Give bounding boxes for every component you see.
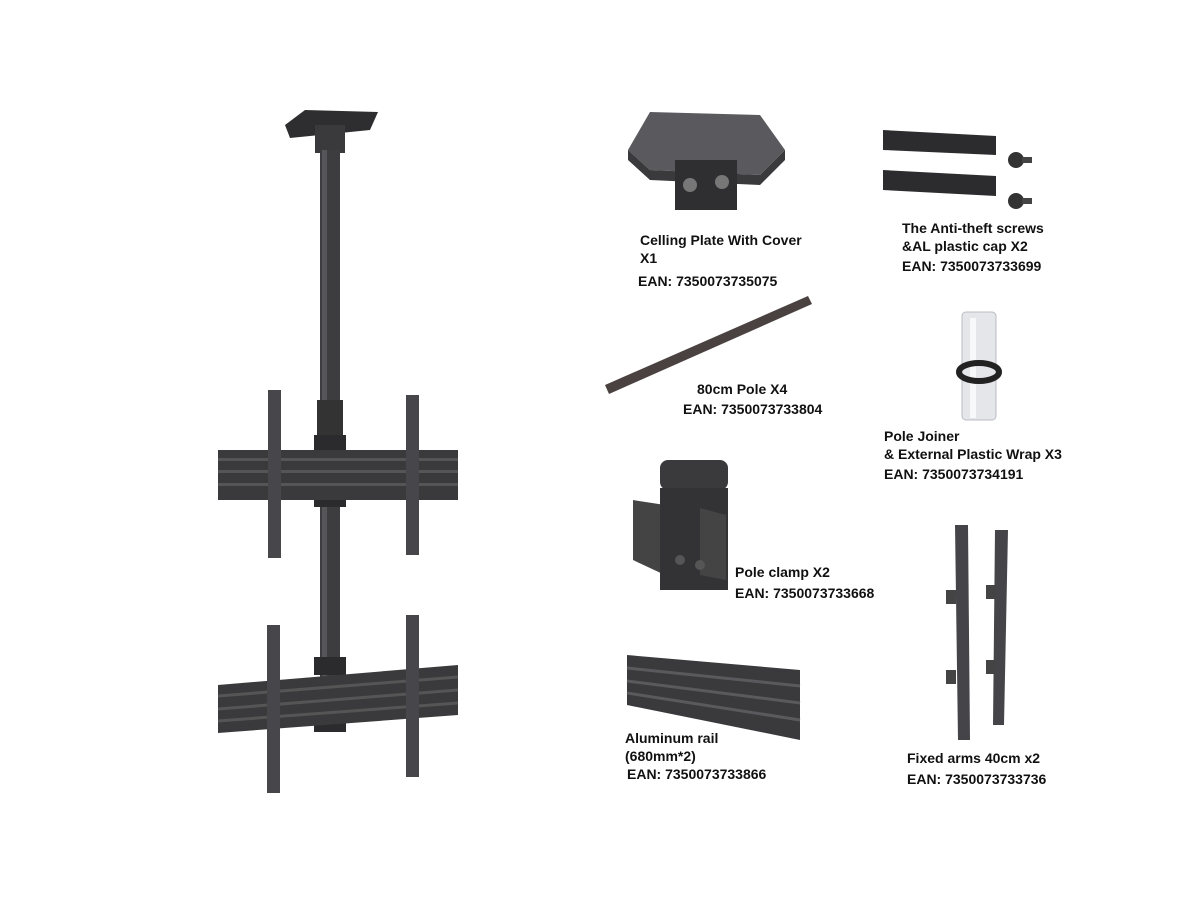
anti-theft-screws-label: The Anti-theft screws &AL plastic cap X2… xyxy=(902,219,1044,275)
pole-clamp-label: Pole clamp X2 EAN: 7350073733668 xyxy=(735,563,874,602)
ceiling-plate-image xyxy=(628,112,785,210)
part-name: Aluminum rail xyxy=(625,730,719,746)
part-name: The Anti-theft screws xyxy=(902,220,1044,236)
aluminum-rail-image xyxy=(626,655,801,740)
part-quantity: X1 xyxy=(640,250,658,266)
pole-label: 80cm Pole X4 xyxy=(697,381,788,397)
part-ean: EAN: 7350073733699 xyxy=(902,258,1042,274)
part-ean: EAN: 7350073733736 xyxy=(907,771,1047,787)
anti-theft-screws-image xyxy=(883,130,1032,209)
fixed-arms-label: Fixed arms 40cm x2 EAN: 7350073733736 xyxy=(907,749,1046,788)
part-name: Celling Plate With Cover xyxy=(640,232,802,248)
part-ean: EAN: 7350073734191 xyxy=(884,466,1024,482)
part-quantity: (680mm*2) xyxy=(625,748,696,764)
part-name: Pole Joiner xyxy=(884,428,960,444)
part-ean: EAN: 7350073735075 xyxy=(638,273,778,289)
pole-ean: EAN: 7350073733804 xyxy=(683,401,823,417)
pole-clamp-image xyxy=(633,460,728,590)
ceiling-plate-label: Celling Plate With Cover X1 EAN: 7350073… xyxy=(638,231,802,290)
part-ean: EAN: 7350073733866 xyxy=(627,766,767,782)
assembled-ceiling-mount xyxy=(217,110,459,793)
fixed-arms-image xyxy=(946,525,1008,740)
pole-joiner-label: Pole Joiner & External Plastic Wrap X3 E… xyxy=(884,427,1062,483)
part-quantity: & External Plastic Wrap X3 xyxy=(884,446,1062,462)
part-name: Fixed arms 40cm x2 xyxy=(907,750,1041,766)
part-quantity: &AL plastic cap X2 xyxy=(902,238,1028,254)
part-ean: EAN: 7350073733668 xyxy=(735,585,875,601)
aluminum-rail-label: Aluminum rail (680mm*2) EAN: 73500737338… xyxy=(625,729,766,783)
pole-image xyxy=(605,296,812,394)
pole-joiner-image xyxy=(956,311,1002,421)
part-name: Pole clamp X2 xyxy=(735,564,830,580)
